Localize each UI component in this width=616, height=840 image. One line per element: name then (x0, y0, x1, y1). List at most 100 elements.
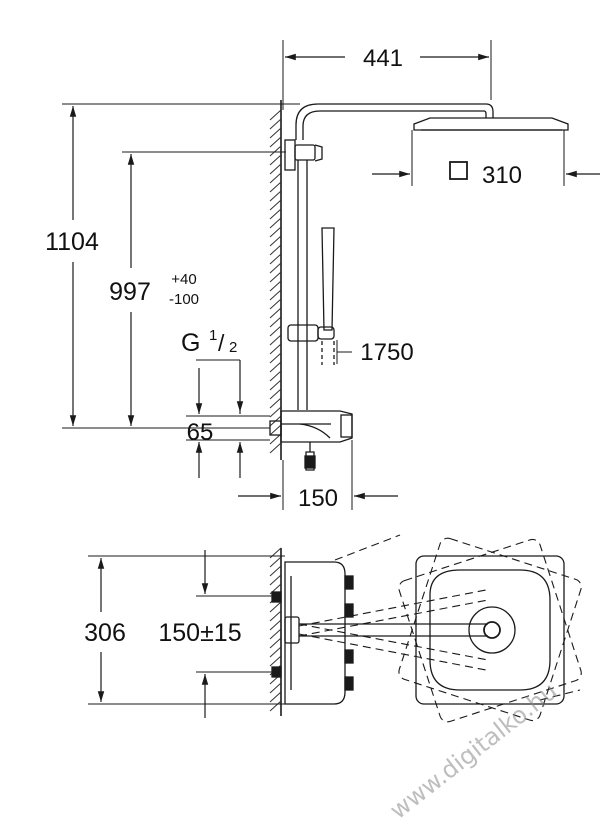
hatch-stroke (269, 628, 282, 640)
dashed-head-rotated-2 (398, 537, 582, 722)
dim-997-tol-minus: -100 (169, 291, 199, 308)
hatch-stroke (269, 253, 282, 265)
top-head-shower-ring (468, 606, 516, 654)
rail-clamp-top (294, 144, 316, 161)
hatch-stroke (269, 619, 282, 631)
dashed-arm-outer-1 (334, 534, 581, 701)
spout-end (304, 455, 316, 469)
shower-hose (321, 341, 335, 365)
dim-306-label: 306 (84, 619, 126, 647)
top-wall-hatch (269, 547, 282, 712)
hatch-stroke (269, 406, 282, 418)
dim-150-15-label: 150±15 (158, 619, 241, 647)
top-thermostat-body (284, 561, 346, 705)
top-knob-4 (344, 676, 354, 691)
hatch-stroke (269, 136, 282, 148)
thermostat-curve (299, 423, 331, 439)
hatch-stroke (269, 433, 282, 445)
watermark-text: www.digitalko.hu (384, 677, 562, 825)
hatch-stroke (269, 181, 282, 193)
hatch-stroke (269, 226, 282, 238)
hatch-stroke (269, 289, 282, 301)
hatch-stroke (269, 610, 282, 622)
slider-knob (317, 326, 335, 340)
hatch-stroke (269, 199, 282, 211)
top-knob-2 (344, 603, 354, 618)
hatch-stroke (269, 235, 282, 247)
dim-1104-label: 1104 (45, 228, 99, 256)
hatch-stroke (269, 154, 282, 166)
top-knob-1 (344, 575, 354, 590)
thread-size-num: 1 (209, 327, 217, 344)
hatch-stroke (269, 163, 282, 175)
hatch-stroke (269, 316, 282, 328)
shower-arm (295, 103, 494, 140)
thermostat-body (280, 410, 353, 443)
hatch-stroke (269, 217, 282, 229)
hatch-stroke (269, 388, 282, 400)
dim-310-label: 310 (482, 162, 522, 189)
dashed-arm-upper (298, 599, 489, 637)
hatch-stroke (269, 343, 282, 355)
hatch-stroke (269, 370, 282, 382)
thread-size-prefix: G (181, 329, 200, 357)
wall-bracket-top (284, 139, 296, 171)
dashed-arm-lower (298, 623, 489, 661)
hatch-stroke (269, 655, 282, 667)
wall-hatch (269, 109, 282, 454)
hatch-stroke (269, 700, 282, 712)
hatch-stroke (269, 424, 282, 436)
top-rail (284, 616, 300, 644)
top-fitting-upper (271, 591, 282, 603)
thread-size-den: 2 (229, 339, 237, 356)
dim-997-label: 997 (109, 278, 151, 306)
hatch-stroke (269, 172, 282, 184)
hatch-stroke (269, 307, 282, 319)
top-fitting-lower (271, 666, 282, 678)
top-shower-arm (299, 623, 488, 637)
dim-441-label: 441 (363, 45, 403, 72)
dim-997-tol-plus: +40 (171, 271, 196, 288)
dashed-head-rotated-1 (398, 538, 582, 723)
hatch-stroke (269, 298, 282, 310)
hatch-stroke (269, 574, 282, 586)
hatch-stroke (269, 637, 282, 649)
hatch-stroke (269, 118, 282, 130)
top-head-shower (415, 555, 565, 705)
thread-size-slash: / (218, 330, 225, 356)
hatch-stroke (269, 352, 282, 364)
hatch-stroke (269, 691, 282, 703)
hand-shower (321, 227, 335, 331)
thermostat-knob (340, 414, 353, 438)
rotation-range-dashed (298, 534, 582, 723)
hatch-stroke (269, 556, 282, 568)
square-symbol (449, 161, 468, 180)
hatch-stroke (269, 361, 282, 373)
head-shower (413, 117, 569, 131)
dim-150-label: 150 (298, 485, 338, 512)
hatch-stroke (269, 127, 282, 139)
top-knob-3 (344, 649, 354, 664)
rail-clamp-nut (314, 144, 323, 162)
dim-65-label: 65 (187, 419, 214, 446)
hatch-stroke (269, 190, 282, 202)
hatch-stroke (269, 109, 282, 121)
hatch-stroke (269, 325, 282, 337)
hatch-stroke (269, 262, 282, 274)
top-head-shower-inner (429, 569, 551, 691)
hatch-stroke (269, 145, 282, 157)
hatch-stroke (269, 280, 282, 292)
top-head-shower-hub (483, 621, 501, 639)
hatch-stroke (269, 601, 282, 613)
rail-slider (287, 324, 319, 342)
top-view (88, 534, 582, 723)
hatch-stroke (269, 565, 282, 577)
bath-spout (305, 442, 315, 471)
side-view (62, 40, 600, 510)
hatch-stroke (269, 646, 282, 658)
hatch-stroke (269, 271, 282, 283)
hatch-stroke (269, 442, 282, 454)
hatch-stroke (269, 208, 282, 220)
dashed-arm-upper-2 (298, 589, 487, 627)
